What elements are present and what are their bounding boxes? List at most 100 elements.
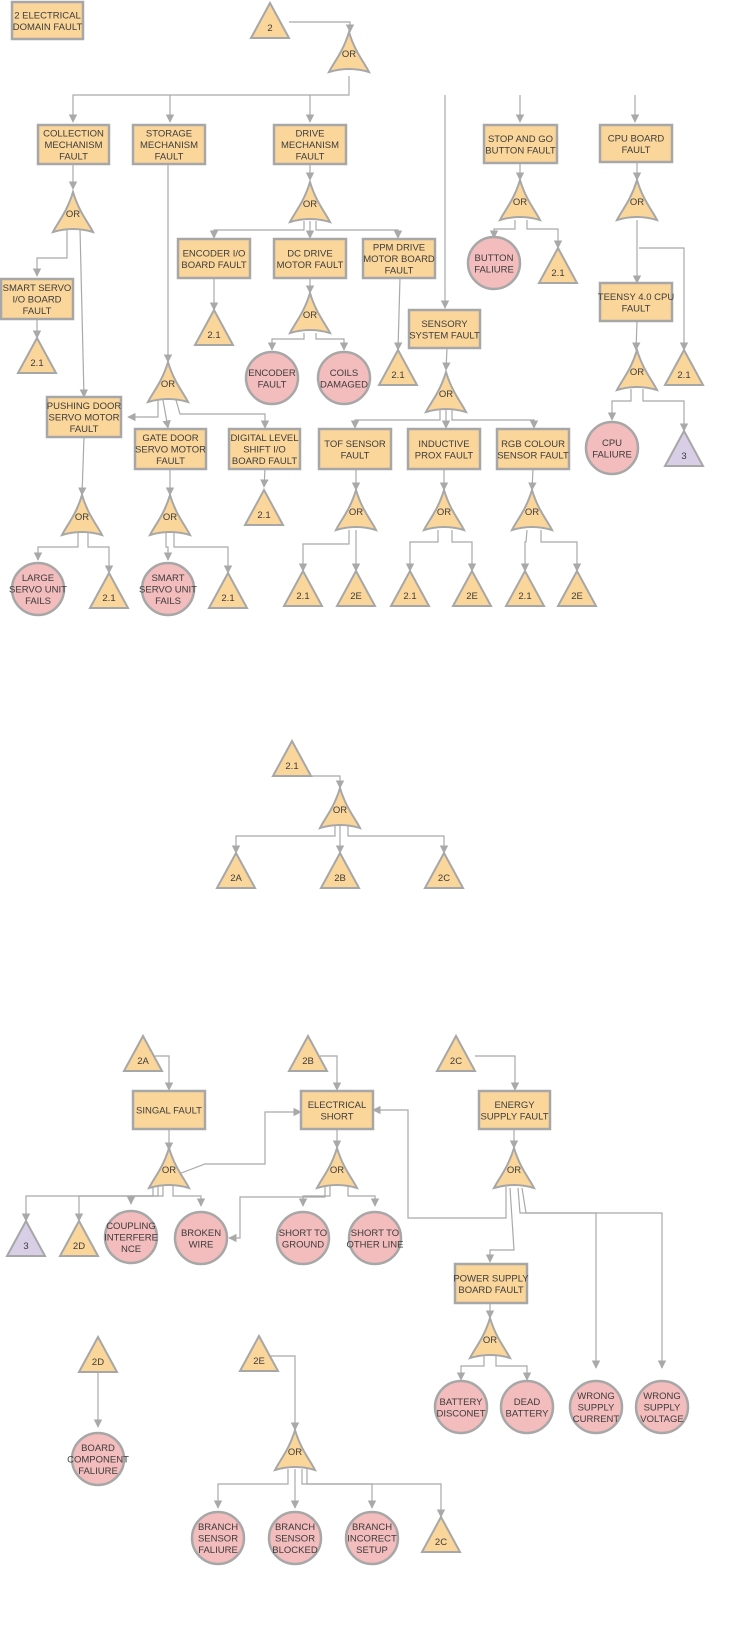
connector-75: [521, 1187, 667, 1369]
transfer-label-t21-8: 2.1: [102, 593, 115, 604]
or-gate-2[interactable]: [51, 188, 95, 234]
event-battery[interactable]: [433, 1379, 489, 1435]
or-gate-8[interactable]: [615, 346, 659, 392]
transfer-triangle-t21-17[interactable]: [271, 738, 313, 777]
transfer-triangle-t21-15[interactable]: [504, 568, 546, 607]
event-encoder[interactable]: [244, 350, 300, 406]
box-drive[interactable]: [272, 123, 348, 166]
or-gate-9[interactable]: [146, 358, 190, 404]
transfer-triangle-t2C-28[interactable]: [420, 1514, 462, 1553]
box-storage[interactable]: [131, 123, 207, 166]
transfer-triangle-t2B-24[interactable]: [287, 1033, 329, 1072]
transfer-triangle-t2E-27[interactable]: [238, 1333, 280, 1372]
box-ppmdrive[interactable]: [361, 237, 437, 280]
box-smartservoio[interactable]: [0, 277, 75, 321]
transfer-triangle-t21-11[interactable]: [282, 568, 324, 607]
or-gate-5[interactable]: [615, 176, 659, 222]
box-dcdrive[interactable]: [272, 237, 348, 280]
or-gate-19[interactable]: [468, 1314, 512, 1360]
transfer-triangle-t21-4[interactable]: [663, 347, 705, 386]
transfer-label-t2A-18: 2A: [230, 873, 242, 884]
or-gate-16[interactable]: [147, 1144, 191, 1190]
or-gate-label-8: OR: [630, 367, 644, 378]
box-digital[interactable]: [227, 427, 302, 471]
box-teensy[interactable]: [598, 281, 674, 323]
box-singal[interactable]: [131, 1089, 207, 1131]
or-gate-20[interactable]: [273, 1426, 317, 1472]
event-coils[interactable]: [316, 350, 372, 406]
or-gate-12[interactable]: [334, 486, 378, 532]
event-sground[interactable]: [275, 1210, 331, 1266]
transfer-triangle-t2D-23[interactable]: [58, 1218, 100, 1257]
box-encoderio[interactable]: [176, 237, 252, 280]
transfer-triangle-t2A-18[interactable]: [215, 850, 257, 889]
transfer-triangle-t3-7[interactable]: [663, 428, 705, 467]
transfer-triangle-t21-3[interactable]: [537, 245, 579, 284]
transfer-triangle-t2E-16[interactable]: [556, 568, 598, 607]
box-stopgo[interactable]: [482, 123, 559, 165]
box-cpu[interactable]: [598, 123, 674, 164]
transfer-triangle-t21-6[interactable]: [377, 347, 419, 386]
event-bsetup[interactable]: [344, 1510, 400, 1566]
transfer-triangle-t2-1[interactable]: [249, 0, 291, 39]
or-gate-7[interactable]: [424, 368, 468, 414]
or-gate-4[interactable]: [498, 176, 542, 222]
box-sensory[interactable]: [407, 308, 482, 350]
transfer-triangle-t2E-14[interactable]: [451, 568, 493, 607]
connector-49: [405, 530, 439, 572]
connector-19: [315, 221, 403, 239]
event-bblocked[interactable]: [267, 1510, 323, 1566]
transfer-triangle-t3-22[interactable]: [5, 1218, 47, 1257]
event-wvoltage[interactable]: [634, 1379, 690, 1435]
transfer-triangle-t21-9[interactable]: [207, 570, 249, 609]
box-inductive[interactable]: [406, 427, 482, 471]
box-tof[interactable]: [317, 427, 393, 471]
connector-29: [315, 333, 349, 351]
box-energy[interactable]: [477, 1089, 552, 1131]
top-event-box[interactable]: [10, 0, 85, 41]
transfer-triangle-t21-10[interactable]: [243, 487, 285, 526]
transfer-triangle-t21-5[interactable]: [193, 307, 235, 346]
or-gate-11[interactable]: [148, 491, 192, 537]
event-dead[interactable]: [499, 1379, 555, 1435]
or-gate-3[interactable]: [288, 178, 332, 224]
event-button[interactable]: [466, 235, 522, 291]
or-gate-15[interactable]: [318, 784, 362, 830]
or-gate-14[interactable]: [510, 486, 554, 532]
box-rgb[interactable]: [495, 427, 571, 471]
or-gate-6[interactable]: [288, 289, 332, 335]
transfer-triangle-t21-2[interactable]: [16, 335, 58, 374]
transfer-label-t21-9: 2.1: [221, 593, 234, 604]
or-gate-13[interactable]: [422, 486, 466, 532]
or-gate-17[interactable]: [315, 1144, 359, 1190]
box-eshort[interactable]: [299, 1089, 375, 1131]
event-bfail[interactable]: [190, 1510, 246, 1566]
transfer-triangle-t2C-25[interactable]: [435, 1033, 477, 1072]
connector-68: [298, 1186, 331, 1207]
event-cpufail[interactable]: [584, 420, 640, 476]
event-broken[interactable]: [173, 1210, 229, 1266]
or-gate-10[interactable]: [60, 491, 104, 537]
event-wcurrent[interactable]: [568, 1379, 624, 1435]
transfer-triangle-t21-8[interactable]: [88, 570, 130, 609]
event-smart[interactable]: [140, 561, 196, 617]
event-sline[interactable]: [347, 1210, 403, 1266]
box-gatedoor[interactable]: [133, 427, 208, 471]
or-gate-18[interactable]: [492, 1144, 536, 1190]
event-board[interactable]: [70, 1431, 126, 1487]
transfer-triangle-t2C-20[interactable]: [423, 850, 465, 889]
box-psboard[interactable]: [453, 1262, 529, 1305]
transfer-triangle-t21-13[interactable]: [389, 568, 431, 607]
or-gate-1[interactable]: [327, 28, 371, 74]
box-collection[interactable]: [36, 123, 111, 166]
transfer-triangle-t2E-12[interactable]: [335, 568, 377, 607]
connector-10: [79, 228, 89, 398]
transfer-triangle-t2A-21[interactable]: [122, 1033, 164, 1072]
event-coupling[interactable]: [103, 1209, 159, 1265]
transfer-triangle-t2B-19[interactable]: [319, 850, 361, 889]
event-large[interactable]: [10, 561, 66, 617]
box-pushing[interactable]: [45, 395, 123, 439]
transfer-triangle-t2D-26[interactable]: [77, 1334, 119, 1373]
